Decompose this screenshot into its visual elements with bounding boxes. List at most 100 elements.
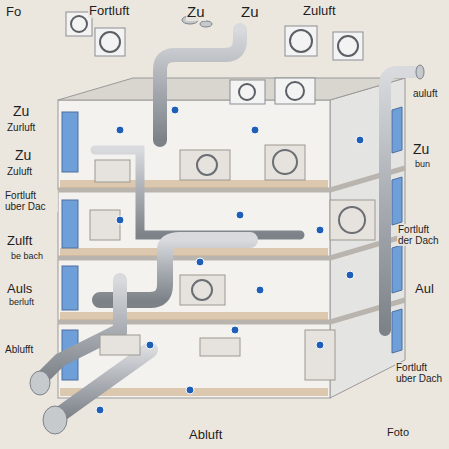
illustration-part	[197, 155, 217, 175]
illustration-part	[160, 30, 240, 140]
air-label: Zuluft	[6, 166, 33, 177]
illustration-part	[333, 32, 363, 60]
air-label: Zu	[240, 4, 260, 21]
illustration-part	[256, 286, 264, 294]
illustration-part	[196, 258, 204, 266]
illustration-part	[146, 341, 154, 349]
illustration-part	[71, 16, 87, 32]
illustration-part	[62, 200, 78, 248]
illustration-part	[275, 78, 315, 104]
illustration-part	[330, 200, 375, 240]
illustration-part	[192, 280, 212, 300]
illustration-part	[297, 210, 303, 390]
illustration-part	[290, 30, 312, 52]
illustration-part	[305, 330, 335, 380]
air-label: Fortluft uber Dach	[395, 362, 445, 384]
illustration-part	[285, 26, 317, 56]
air-label: Foto	[386, 426, 410, 438]
air-label: Zu	[412, 142, 430, 157]
illustration-part	[273, 150, 297, 174]
illustration-part	[231, 326, 239, 334]
illustration-part	[392, 107, 402, 153]
illustration-part	[186, 386, 194, 394]
illustration-part	[116, 126, 124, 134]
air-label: Auls	[6, 282, 33, 296]
air-label: Fortluft der Dach	[397, 224, 445, 246]
illustration-part	[316, 341, 324, 349]
duct-openings	[30, 16, 424, 434]
illustration-part	[200, 21, 212, 27]
air-label: Fortluft	[88, 4, 130, 18]
air-label: Abluft	[188, 428, 223, 442]
windows	[62, 107, 402, 380]
illustration-part	[95, 160, 130, 182]
illustration-part	[96, 406, 104, 414]
illustration-part	[71, 16, 358, 100]
illustration-part	[40, 280, 120, 380]
illustration-part	[346, 271, 354, 279]
illustration-part	[286, 82, 304, 100]
illustration-part	[100, 335, 140, 355]
air-label: Ablufft	[4, 344, 34, 355]
air-label: auluft	[412, 88, 438, 99]
illustration-part	[265, 145, 305, 180]
air-label: berluft	[8, 298, 35, 308]
air-label: Zu	[12, 104, 30, 119]
illustration-part	[200, 338, 240, 356]
illustration-part	[58, 188, 330, 193]
illustration-part	[30, 371, 50, 395]
air-label: Zulft	[6, 234, 33, 248]
equipment	[90, 145, 375, 380]
illustration-part	[339, 207, 365, 233]
illustration-part	[180, 150, 230, 180]
illustration-part	[58, 256, 330, 261]
illustration-part	[239, 84, 255, 100]
illustration-part	[171, 106, 179, 114]
illustration-part	[184, 20, 196, 100]
air-label: bun	[414, 160, 431, 170]
illustration-part	[116, 216, 124, 224]
illustration-part	[251, 126, 259, 134]
illustration-part	[62, 266, 78, 310]
illustration-part	[316, 226, 324, 234]
building-side	[330, 78, 405, 398]
air-label: Zu	[14, 148, 32, 163]
illustration-part	[392, 177, 402, 225]
illustration-part	[236, 211, 244, 219]
illustration-part	[230, 202, 330, 209]
illustration-part	[392, 309, 402, 353]
illustration-part	[43, 406, 67, 434]
fan-units	[192, 150, 365, 300]
illustration-part	[90, 210, 120, 240]
ducts	[40, 20, 418, 418]
illustration-part	[110, 117, 320, 123]
air-label: Zurluft	[6, 122, 36, 133]
air-label: Fo	[5, 5, 22, 19]
illustration-part	[66, 12, 363, 104]
air-label: Zuluft	[302, 4, 337, 18]
illustration-part	[60, 312, 328, 320]
illustration-part	[338, 36, 358, 56]
illustration-part	[60, 248, 328, 256]
illustration-part	[271, 270, 279, 380]
air-label: be bach	[10, 252, 44, 262]
illustration-part	[100, 32, 120, 52]
air-label: Fortluft uber Dac	[4, 190, 58, 212]
air-label: Aul	[414, 282, 435, 296]
illustration-part	[246, 270, 254, 355]
illustration-part	[95, 28, 125, 56]
illustration-part	[416, 65, 424, 79]
illustration-part	[62, 112, 78, 172]
illustration-part	[180, 275, 225, 305]
illustration-part	[392, 245, 402, 293]
illustration-part	[58, 320, 330, 325]
illustration-part	[230, 80, 265, 104]
illustration-part	[356, 136, 364, 144]
illustration-part	[201, 24, 211, 100]
roof-fans	[66, 12, 363, 104]
callout-dots	[96, 106, 364, 414]
illustration-part	[55, 350, 150, 418]
floor-slabs	[58, 168, 405, 322]
